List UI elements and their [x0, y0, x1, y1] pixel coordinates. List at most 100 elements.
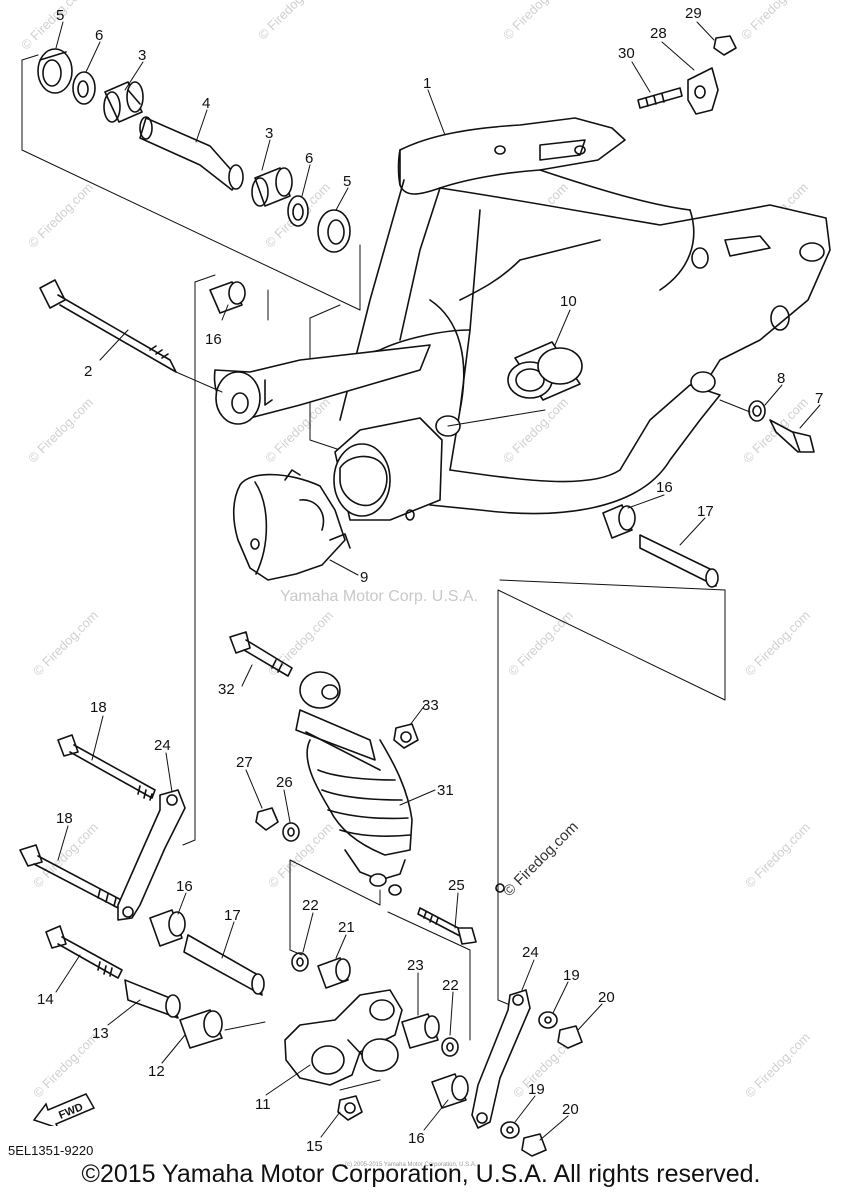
- pivot-housing: [333, 417, 443, 521]
- washer-part: [72, 71, 96, 105]
- callout-label: 8: [777, 370, 785, 387]
- callout-label: 27: [236, 754, 253, 771]
- washer-part: [500, 1121, 520, 1139]
- callout-label: 5: [343, 173, 351, 190]
- nut-part: [337, 1095, 363, 1121]
- bolt-part: [19, 844, 126, 911]
- pivot-arm: [213, 344, 431, 425]
- callout-label: 20: [562, 1101, 579, 1118]
- callout-label: 6: [95, 27, 103, 44]
- callout-label: 16: [205, 331, 222, 348]
- washer-part: [441, 1037, 459, 1057]
- callout-label: 33: [422, 697, 439, 714]
- callout-label: 20: [598, 989, 615, 1006]
- bearing-part: [317, 957, 351, 989]
- callout-label: 12: [148, 1063, 165, 1080]
- collar-part: [639, 534, 719, 588]
- stud-part: [637, 87, 683, 109]
- reference-dot: [495, 883, 505, 893]
- swingarm-frame: [339, 117, 831, 515]
- callout-label: 10: [560, 293, 577, 310]
- bushing-part: [431, 1073, 469, 1109]
- bearing-part: [251, 167, 293, 207]
- callout-label: 16: [408, 1130, 425, 1147]
- callout-label: 4: [202, 95, 210, 112]
- callout-label: 29: [685, 5, 702, 22]
- center-watermark: Yamaha Motor Corp. U.S.A.: [280, 588, 478, 605]
- callout-label: 25: [448, 877, 465, 894]
- callout-label: 28: [650, 25, 667, 42]
- leader-lines: [55, 21, 821, 1141]
- callout-label: 30: [618, 45, 635, 62]
- callout-label: 23: [407, 957, 424, 974]
- bushing-part: [602, 504, 636, 539]
- callout-label: 17: [697, 503, 714, 520]
- nut-part: [393, 723, 419, 749]
- bolt-part: [417, 907, 477, 945]
- callout-label: 18: [56, 810, 73, 827]
- bolt-part: [719, 399, 815, 453]
- callout-label: 14: [37, 991, 54, 1008]
- washer-part: [748, 400, 766, 422]
- callout-label: 22: [302, 897, 319, 914]
- callout-label: 24: [154, 737, 171, 754]
- callout-label: 18: [90, 699, 107, 716]
- bolt-part: [45, 925, 123, 979]
- callout-label: 3: [138, 47, 146, 64]
- collar-part: [124, 979, 181, 1019]
- collar-part: [401, 1013, 440, 1049]
- relay-arm-part: [284, 989, 403, 1086]
- bearing-part: [103, 81, 144, 123]
- link-guidelines: [497, 579, 726, 1006]
- bushing-part: [209, 281, 246, 314]
- callout-label: 17: [224, 907, 241, 924]
- callout-label: 9: [360, 569, 368, 586]
- diagram-code: 5EL1351-9220: [8, 1143, 94, 1158]
- pivot-bolt: [39, 279, 223, 393]
- link-part: [117, 789, 186, 921]
- nut-part: [255, 807, 279, 831]
- callout-label: 16: [176, 878, 193, 895]
- callout-labels: 5 6 3 4 3 6 5 1 30 28 29 2 16 10 8 7 16 …: [37, 5, 823, 1155]
- chain-guard-part: [232, 469, 351, 581]
- callout-label: 19: [563, 967, 580, 984]
- callout-label: 16: [656, 479, 673, 496]
- bushing-part: [149, 909, 186, 947]
- bearing-part: [179, 1009, 266, 1049]
- callout-label: 24: [522, 944, 539, 961]
- callout-label: 3: [265, 125, 273, 142]
- callout-label: 22: [442, 977, 459, 994]
- bolt-part: [229, 631, 293, 677]
- fine-print: (c) 2005-2015 Yamaha Motor Corporation, …: [345, 1162, 477, 1168]
- callout-label: 7: [815, 390, 823, 407]
- nut-part: [557, 1025, 583, 1049]
- relay-guidelines: [289, 859, 471, 1091]
- washer-part: [291, 952, 309, 972]
- copyright-notice: ©2015 Yamaha Motor Corporation, U.S.A. A…: [81, 1160, 761, 1188]
- forward-arrow-icon: FWD: [32, 1082, 102, 1131]
- callout-label: 6: [305, 150, 313, 167]
- callout-label: 31: [437, 782, 454, 799]
- link-part: [471, 989, 531, 1129]
- callout-label: 11: [255, 1096, 271, 1113]
- nut-part: [713, 35, 737, 56]
- bushing-part: [447, 341, 583, 427]
- washer-part: [287, 195, 309, 227]
- oil-seal-part: [317, 209, 351, 253]
- callout-label: 19: [528, 1081, 545, 1098]
- oil-seal-part: [37, 48, 73, 94]
- bracket-part: [687, 67, 719, 115]
- callout-label: 5: [56, 7, 64, 24]
- bolt-part: [57, 734, 156, 801]
- collar-part: [139, 116, 244, 191]
- callout-label: 1: [423, 75, 431, 92]
- washer-part: [538, 1011, 558, 1029]
- callout-label: 26: [276, 774, 293, 791]
- callout-label: 13: [92, 1025, 109, 1042]
- shock-absorber: [295, 671, 413, 896]
- callout-label: 2: [84, 363, 92, 380]
- collar-part: [183, 934, 265, 996]
- callout-label: 15: [306, 1138, 323, 1155]
- washer-part: [282, 822, 300, 842]
